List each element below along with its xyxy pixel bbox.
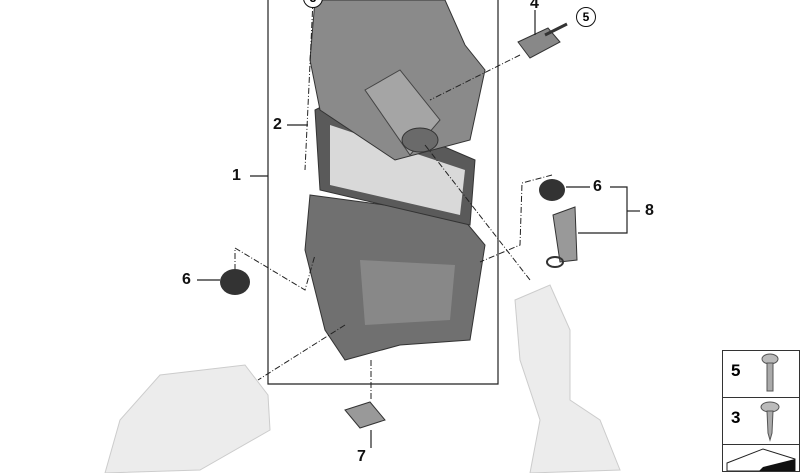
legend-number: 3 bbox=[731, 408, 741, 427]
intake-duct-ghost bbox=[104, 364, 271, 473]
legend-number: 5 bbox=[731, 361, 741, 380]
callout-6-left: 6 bbox=[182, 271, 191, 288]
machine-screw-icon bbox=[761, 353, 779, 392]
callout-6-right: 6 bbox=[593, 178, 602, 195]
mounting-bracket bbox=[552, 206, 578, 263]
intake-hose-ghost bbox=[514, 284, 621, 473]
legend-item: 3 bbox=[723, 398, 799, 445]
callout-1: 1 bbox=[232, 167, 241, 184]
rubber-mount-right bbox=[539, 179, 565, 201]
callout-7: 7 bbox=[357, 448, 366, 465]
leader-lines bbox=[234, 0, 553, 400]
callout-lines bbox=[197, 10, 640, 448]
callout-4: 4 bbox=[530, 0, 539, 12]
callout-8: 8 bbox=[645, 202, 654, 219]
part-symbol-icon bbox=[726, 448, 796, 471]
hot-film-air-mass-meter bbox=[517, 27, 561, 59]
fastener-legend: 5 3 bbox=[722, 350, 800, 472]
self-tapping-screw-icon bbox=[760, 401, 780, 442]
clip bbox=[344, 401, 386, 429]
callout-5-circled: 5 bbox=[576, 7, 596, 27]
rubber-mount-left bbox=[220, 269, 250, 295]
legend-footer bbox=[723, 445, 799, 471]
callout-2: 2 bbox=[273, 116, 282, 133]
assembly-bracket-line bbox=[267, 0, 499, 385]
legend-item: 5 bbox=[723, 351, 799, 398]
